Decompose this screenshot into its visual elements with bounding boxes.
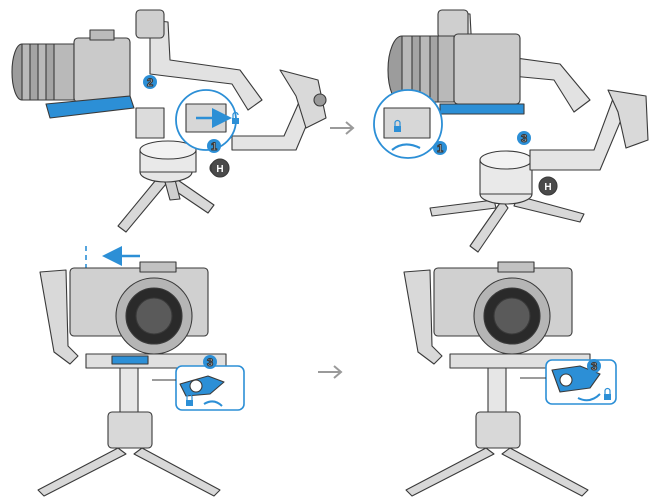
step-number: 2 [147, 77, 153, 89]
next-step-arrow-icon [330, 121, 355, 135]
lock-icon [394, 119, 401, 132]
step-badge-1 [433, 141, 447, 155]
rotate-arrow-icon [391, 143, 421, 151]
quick-release-plate [439, 103, 525, 115]
step-number: 3 [521, 133, 527, 145]
step-badge-1 [207, 139, 221, 153]
unlock-icon [232, 111, 239, 124]
step-badge-3 [587, 359, 601, 373]
lock-icon [604, 387, 611, 400]
brand-mark: H [216, 164, 223, 175]
rotate-arrow-icon [577, 393, 601, 402]
step-number: 1 [437, 143, 443, 155]
panel-lock-plate: H 1 3 [373, 9, 649, 253]
step-badge-3 [203, 355, 217, 369]
camera-1 [11, 29, 131, 103]
brand-mark: H [544, 182, 551, 193]
panel-lock-tilt: 3 [403, 261, 617, 497]
panel-mount-plate: H 2 1 [11, 9, 327, 233]
camera-3 [69, 261, 209, 355]
step-number: 1 [211, 141, 217, 153]
step-number: 3 [207, 357, 213, 369]
quick-release-plate [111, 355, 149, 365]
camera-2 [387, 33, 521, 105]
step-badge-2 [143, 75, 157, 89]
step-number: 3 [591, 361, 597, 373]
rotate-arrow-icon [203, 400, 223, 407]
panel-slide-balance: 3 [37, 246, 245, 497]
quick-release-plate [45, 95, 135, 119]
step-badge-3 [517, 131, 531, 145]
camera-4 [433, 261, 573, 355]
next-step-arrow-icon [318, 365, 343, 379]
lock-icon [186, 393, 193, 406]
